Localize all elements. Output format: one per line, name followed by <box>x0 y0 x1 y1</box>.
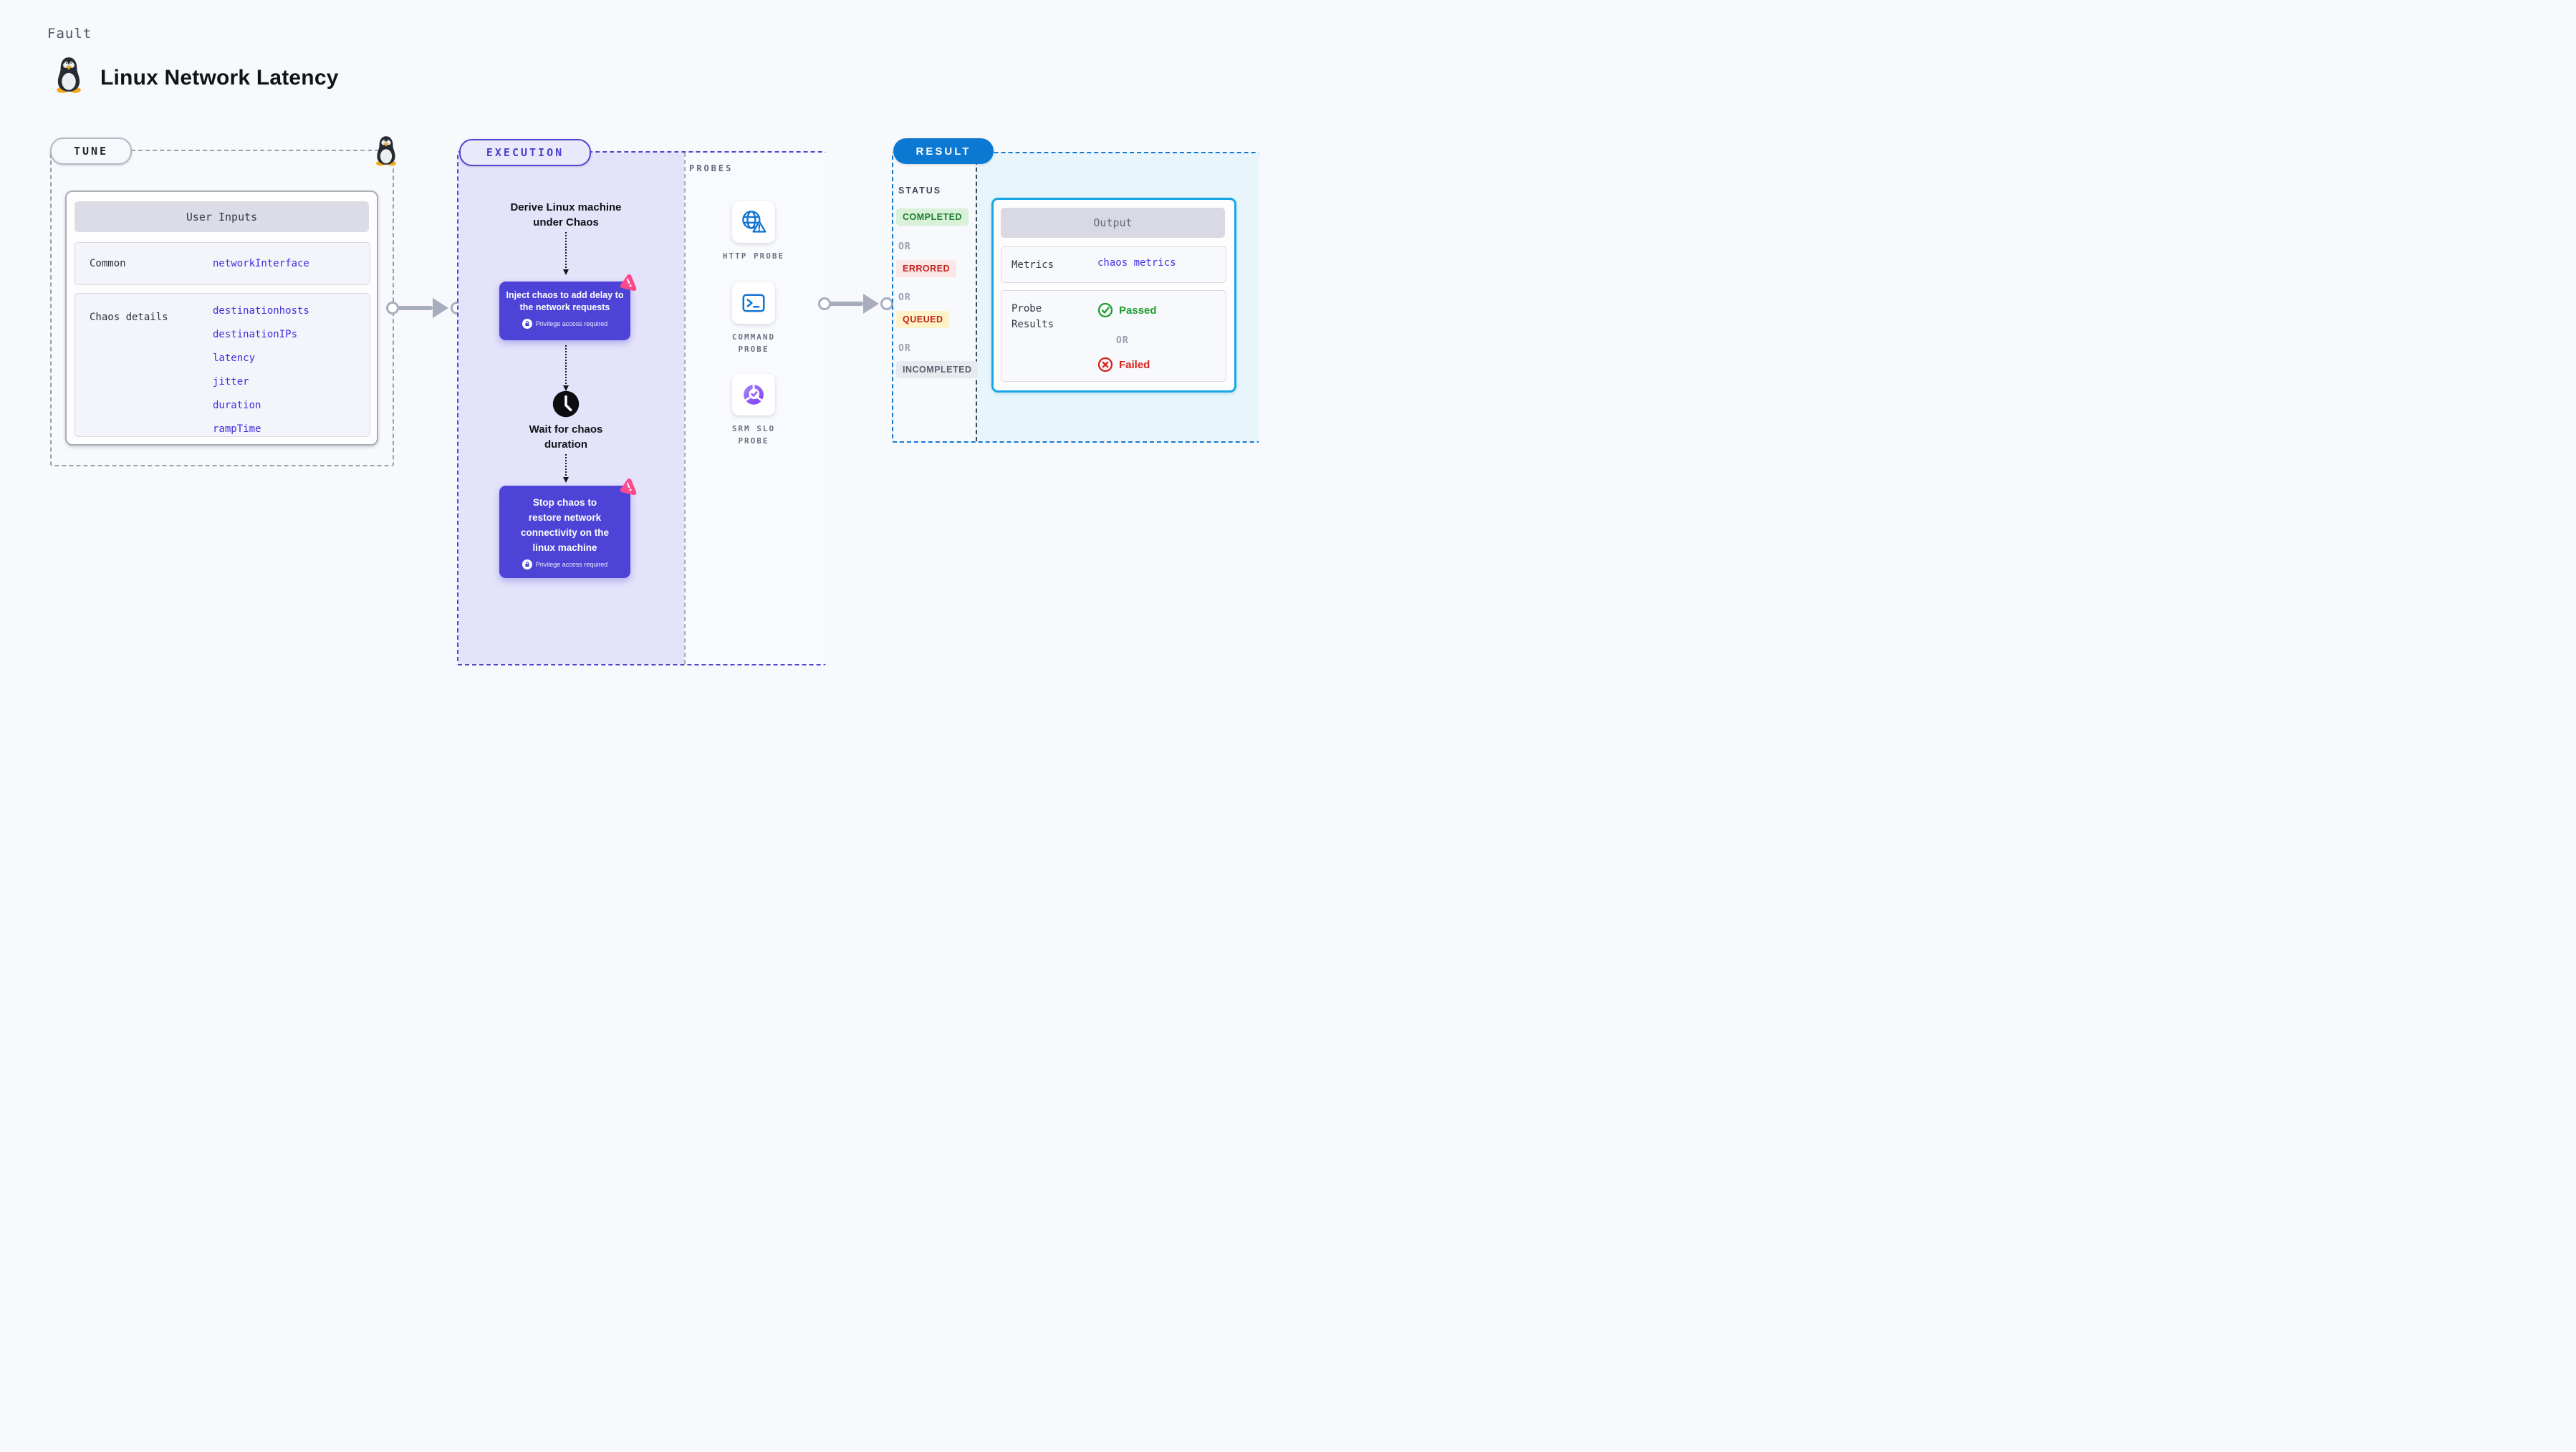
lock-icon <box>522 319 532 329</box>
x-circle-icon <box>1097 357 1113 372</box>
chaos-details-row: Chaos details destinationhosts destinatio… <box>75 293 370 437</box>
output-header: Output <box>1001 208 1225 238</box>
user-inputs-header: User Inputs <box>75 201 369 232</box>
metrics-label: Metrics <box>1011 259 1054 271</box>
tux-mini-icon <box>373 135 399 166</box>
chaos-input-value: destinationhosts <box>213 305 309 317</box>
inject-chaos-step: Inject chaos to add delay to the network… <box>499 282 630 340</box>
clock-icon <box>552 390 580 418</box>
or-separator: OR <box>898 292 911 303</box>
lock-icon <box>522 559 532 569</box>
chaos-input-value: duration <box>213 400 261 411</box>
chaos-details-label: Chaos details <box>90 312 168 323</box>
flow-arrow-down-icon <box>563 454 569 483</box>
output-card: Output Metrics chaos metrics Probe Resul… <box>991 198 1236 393</box>
tune-badge: TUNE <box>50 138 132 165</box>
command-probe-card <box>732 282 775 324</box>
metrics-value: chaos metrics <box>1097 257 1176 269</box>
flow-arrow-down-icon <box>563 345 569 391</box>
or-separator: OR <box>1116 335 1129 346</box>
result-badge: RESULT <box>893 138 994 164</box>
privilege-label: Privilege access required <box>535 320 608 327</box>
stop-chaos-step: Stop chaos to restore network connectivi… <box>499 486 630 578</box>
fault-label: Fault <box>47 26 92 42</box>
diagram-canvas: Fault Linux Network Latency TUNE User In… <box>0 0 1288 726</box>
chaos-input-value: latency <box>213 352 256 364</box>
common-row: Common networkInterface <box>75 242 370 285</box>
page-title: Linux Network Latency <box>100 66 339 90</box>
probes-panel-label: PROBES <box>689 163 734 173</box>
status-badge-queued: QUEUED <box>896 311 950 328</box>
execution-badge: EXECUTION <box>459 139 591 166</box>
failed-verdict: Failed <box>1097 357 1150 372</box>
or-separator: OR <box>898 343 911 354</box>
status-label: STATUS <box>898 186 942 196</box>
common-row-label: Common <box>90 258 126 269</box>
command-probe-label: COMMAND PROBE <box>731 332 776 354</box>
probe-results-row: Probe Results Passed OR Failed <box>1001 290 1226 382</box>
chaos-input-value: destinationIPs <box>213 329 298 340</box>
check-circle-icon <box>1097 302 1113 318</box>
derive-step-text: Derive Linux machine under Chaos <box>510 201 622 229</box>
passed-verdict: Passed <box>1097 302 1157 318</box>
slo-donut-icon <box>743 383 764 405</box>
status-badge-errored: ERRORED <box>896 260 957 277</box>
user-inputs-card: User Inputs Common networkInterface Chao… <box>65 191 378 446</box>
chaos-input-value: rampTime <box>213 423 261 435</box>
stop-chaos-text: Stop chaos to restore network connectivi… <box>520 497 610 553</box>
common-row-value: networkInterface <box>213 258 309 269</box>
privilege-label: Privilege access required <box>535 561 608 568</box>
connector-dot <box>818 297 831 310</box>
connector-dot <box>386 302 399 314</box>
http-probe-label: HTTP PROBE <box>722 251 785 261</box>
srm-slo-probe-card <box>732 374 775 415</box>
failed-label: Failed <box>1119 358 1150 371</box>
terminal-icon <box>742 294 765 312</box>
linux-penguin-icon <box>53 56 85 93</box>
wait-step-text: Wait for chaos duration <box>529 423 603 451</box>
passed-label: Passed <box>1119 304 1157 317</box>
flow-arrow-down-icon <box>563 232 569 275</box>
or-separator: OR <box>898 241 911 252</box>
http-probe-card <box>732 201 775 243</box>
chaos-input-value: jitter <box>213 376 249 388</box>
chaos-details-values: destinationhosts destinationIPs latency jit… <box>213 299 309 441</box>
metrics-row: Metrics chaos metrics <box>1001 246 1226 283</box>
inject-chaos-text: Inject chaos to add delay to the network… <box>506 290 624 312</box>
status-badge-incompleted: INCOMPLETED <box>896 361 979 378</box>
chaos-logo-icon <box>617 271 640 294</box>
chaos-logo-icon <box>617 476 640 499</box>
globe-alert-icon <box>742 211 766 233</box>
status-badge-completed: COMPLETED <box>896 208 969 226</box>
probe-results-label: Probe Results <box>1011 303 1054 330</box>
srm-slo-probe-label: SRM SLO PROBE <box>731 424 776 446</box>
